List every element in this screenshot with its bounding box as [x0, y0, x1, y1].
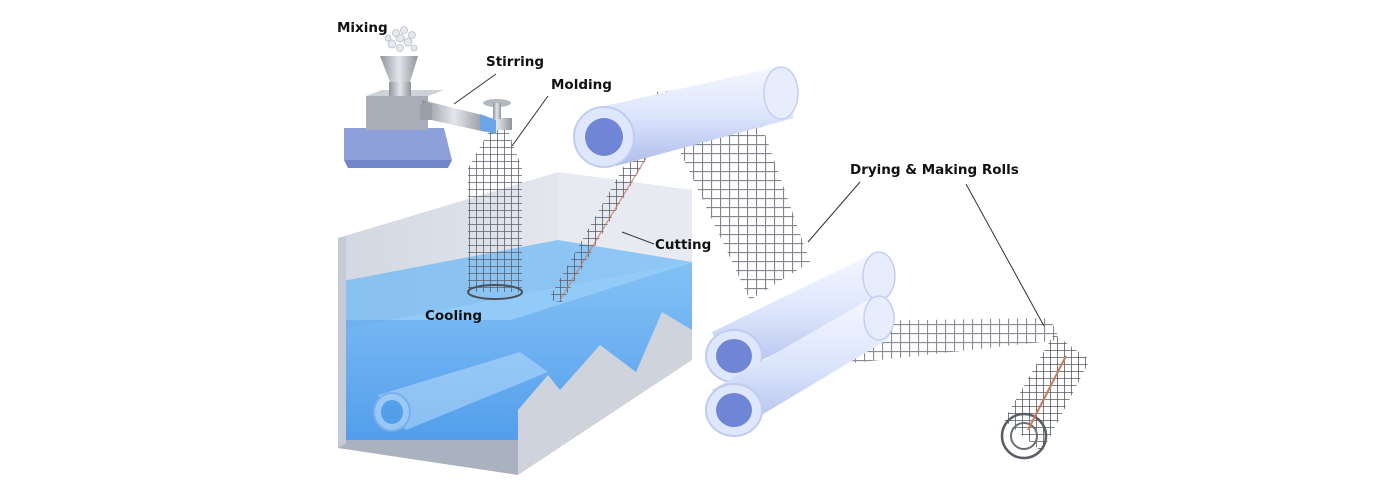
- label-stirring: Stirring: [486, 54, 545, 70]
- tank-front-wall: [518, 312, 692, 475]
- label-mixing: Mixing: [337, 20, 388, 36]
- extruder-barrel: [422, 100, 486, 132]
- label-molding: Molding: [551, 77, 612, 93]
- molding-mesh-cylinder: [467, 99, 523, 300]
- drying-leader-right: [965, 183, 1045, 327]
- bottom-roller: [705, 295, 895, 437]
- label-cutting: Cutting: [655, 237, 712, 253]
- machine-base: [344, 128, 452, 160]
- mixing-stirring-machine: [344, 26, 496, 168]
- label-drying-making-rolls: Drying & Making Rolls: [850, 162, 1019, 178]
- leader-lines: [453, 73, 1045, 327]
- stirring-leader: [453, 73, 497, 105]
- label-cooling: Cooling: [425, 308, 482, 324]
- finished-mesh-roll: [1000, 334, 1090, 460]
- submerged-pipe: [373, 352, 548, 432]
- tank-left-edge: [338, 236, 346, 448]
- cutting-leader: [621, 231, 655, 245]
- drying-section: [573, 66, 1090, 460]
- top-roller: [573, 66, 799, 168]
- middle-roller: [705, 251, 896, 383]
- hopper: [380, 56, 418, 82]
- tank-bottom-edge: [338, 440, 518, 475]
- molding-leader: [511, 95, 549, 147]
- mixer-body: [366, 96, 428, 130]
- cut-mesh-sheet: [548, 152, 648, 302]
- drying-leader-left: [807, 181, 861, 243]
- pellets: [384, 26, 418, 52]
